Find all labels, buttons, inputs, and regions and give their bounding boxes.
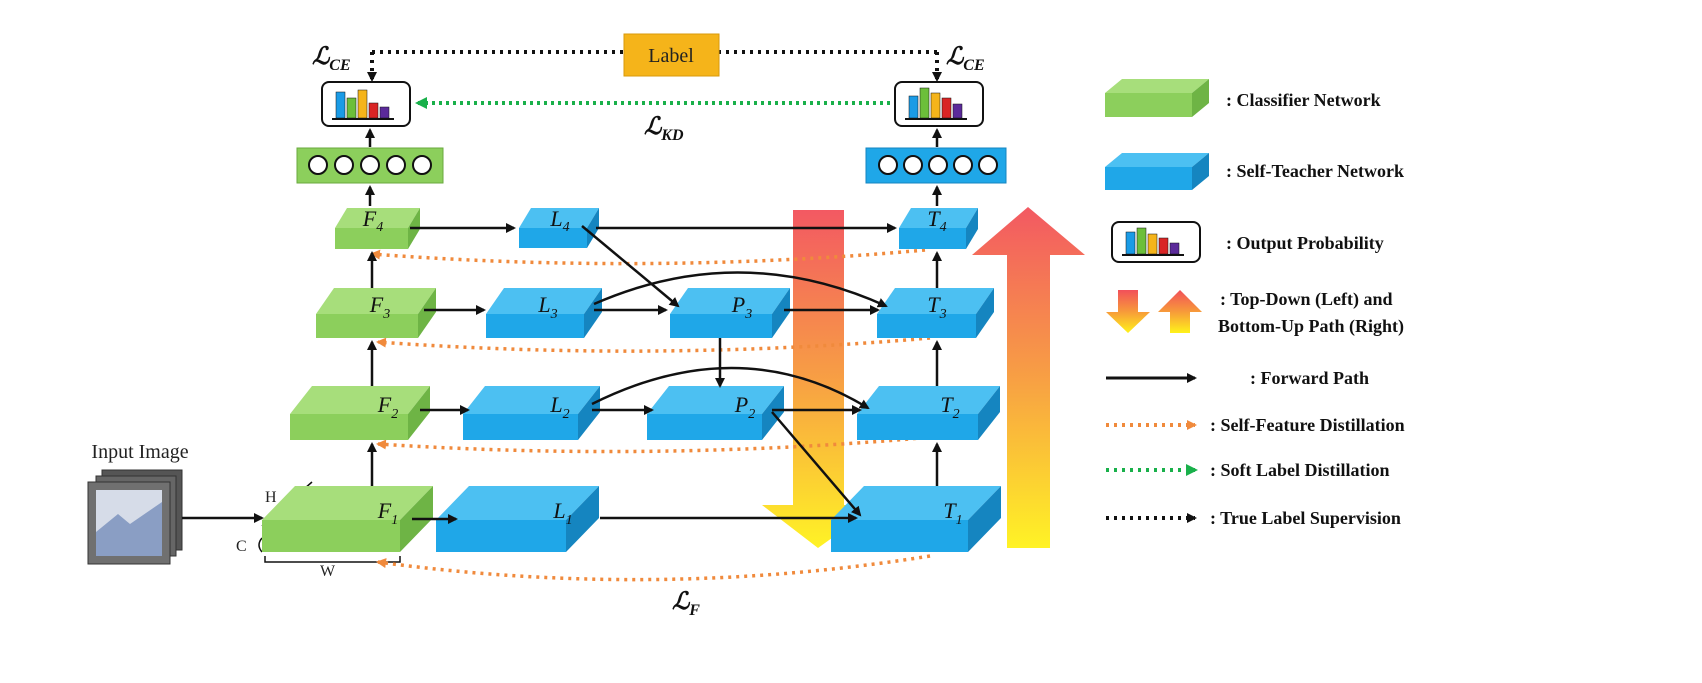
legend-self-feature-text: : Self-Feature Distillation: [1210, 415, 1405, 435]
block-f3: F3: [316, 288, 436, 338]
dim-h: H: [265, 489, 277, 506]
svg-text:L2: L2: [549, 392, 569, 422]
loss-kd: ℒKD: [644, 114, 684, 144]
block-l3: L3: [486, 288, 602, 338]
legend-classifier-text: : Classifier Network: [1226, 90, 1381, 110]
true-label-supervision: [367, 50, 942, 82]
svg-text:F4: F4: [362, 206, 383, 235]
block-l1: L1: [436, 486, 599, 552]
svg-text:P3: P3: [731, 292, 752, 322]
legend-topdown-text-1: : Top-Down (Left) and: [1220, 289, 1393, 310]
block-l2: L2: [463, 386, 600, 440]
block-t4: T4: [899, 206, 978, 249]
svg-text:L1: L1: [552, 498, 572, 528]
label-box: Label: [623, 33, 720, 77]
block-t3: T3: [877, 288, 994, 338]
classifier-fc-layer: [296, 147, 444, 184]
block-t2: T2: [857, 386, 1000, 440]
legend-output-probability-icon: [1111, 221, 1201, 263]
block-p3: P3: [670, 288, 790, 338]
svg-text:L4: L4: [549, 206, 569, 235]
top-down-path-arrow: [762, 210, 878, 548]
legend-self-teacher-swatch: [1105, 153, 1209, 190]
legend-bottom-up-arrow-icon: [1158, 290, 1202, 333]
legend-soft-label-text: : Soft Label Distillation: [1210, 460, 1390, 480]
loss-f: ℒF: [672, 589, 700, 619]
block-f1: F1: [262, 486, 433, 552]
svg-text:T3: T3: [927, 292, 946, 322]
svg-text:T1: T1: [943, 498, 962, 528]
block-t1: T1: [831, 486, 1001, 552]
legend-classifier-swatch: [1105, 79, 1209, 117]
svg-text:F2: F2: [377, 392, 398, 422]
label-text: Label: [648, 45, 694, 67]
svg-text:T2: T2: [940, 392, 959, 422]
output-probability-right: [894, 81, 984, 127]
svg-text:L3: L3: [537, 292, 557, 322]
legend-forward-text: : Forward Path: [1250, 368, 1369, 388]
legend-top-down-arrow-icon: [1106, 290, 1150, 333]
legend-self-teacher-text: : Self-Teacher Network: [1226, 161, 1404, 181]
legend-output-probability-text: : Output Probability: [1226, 233, 1384, 253]
output-probability-left: [321, 81, 411, 127]
bottom-up-path-arrow: [972, 207, 1085, 548]
legend: : Classifier Network : Self-Teacher Netw…: [1105, 79, 1405, 528]
forward-path-arrows: [367, 223, 942, 524]
input-image-label: Input Image: [91, 441, 188, 463]
block-l4: L4: [519, 206, 599, 248]
dim-c: C: [236, 538, 247, 555]
block-f2: F2: [290, 386, 430, 440]
legend-topdown-text-2: Bottom-Up Path (Right): [1218, 316, 1404, 337]
teacher-fc-layer: [865, 147, 1007, 184]
dim-w: W: [320, 563, 336, 580]
block-p2: P2: [647, 386, 784, 440]
block-f4: F4: [335, 206, 420, 249]
loss-ce-right: ℒCE: [946, 44, 985, 74]
svg-text:F1: F1: [377, 498, 398, 528]
legend-true-label-text: : True Label Supervision: [1210, 508, 1401, 528]
svg-text:F3: F3: [369, 292, 390, 322]
input-image-stack: [87, 469, 183, 565]
svg-text:P2: P2: [734, 392, 755, 422]
svg-text:T4: T4: [927, 206, 946, 235]
loss-ce-left: ℒCE: [312, 44, 351, 74]
